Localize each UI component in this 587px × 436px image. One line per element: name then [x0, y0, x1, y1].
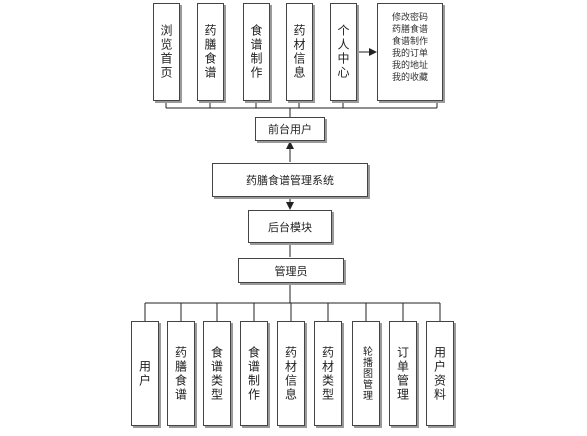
frontend-item-personal-center: 个人中心 [330, 3, 357, 101]
backend-module-label: 用户资料 [432, 345, 447, 402]
submenu-item: 我的订单 [391, 49, 428, 59]
backend-module-label: 药材类型 [320, 345, 335, 402]
frontend-item-label: 浏览首页 [159, 24, 173, 80]
backend-module-users: 用户 [131, 321, 159, 426]
frontend-item-browse-home: 浏览首页 [153, 3, 180, 101]
backend-module-recipe-making: 食谱制作 [240, 321, 268, 426]
backend-module-label: 用户 [137, 359, 152, 388]
backend-module-recipes: 药膳食谱 [167, 321, 195, 426]
submenu-item: 食谱制作 [391, 37, 428, 47]
backend-node: 后台模块 [248, 210, 332, 243]
submenu-item: 我的收藏 [391, 73, 428, 83]
backend-module-label: 轮播图管理 [360, 346, 372, 401]
backend-module-recipe-types: 食谱类型 [203, 321, 231, 426]
frontend-item-label: 个人中心 [336, 24, 350, 80]
frontend-item-recipe-making: 食谱制作 [243, 3, 270, 101]
frontend-item-label: 药材信息 [292, 24, 306, 80]
backend-module-carousel: 轮播图管理 [352, 321, 380, 426]
system-node: 药膳食谱管理系统 [212, 163, 368, 197]
frontend-item-label: 药膳食谱 [203, 24, 217, 80]
backend-module-label: 食谱类型 [209, 345, 224, 402]
backend-module-label: 药膳食谱 [173, 345, 188, 402]
frontend-item-recipes: 药膳食谱 [197, 3, 224, 101]
backend-module-label: 药材信息 [283, 345, 298, 402]
admin-label: 管理员 [274, 264, 308, 278]
personal-center-submenu: 修改密码 药膳食谱 食谱制作 我的订单 我的地址 我的收藏 [377, 3, 443, 101]
frontend-item-herb-info: 药材信息 [286, 3, 313, 101]
system-title: 药膳食谱管理系统 [246, 174, 334, 187]
frontend-item-label: 食谱制作 [249, 24, 263, 80]
backend-label: 后台模块 [268, 220, 312, 234]
submenu-item: 药膳食谱 [391, 25, 428, 35]
admin-node: 管理员 [238, 258, 344, 283]
backend-module-orders: 订单管理 [389, 321, 417, 426]
submenu-item: 我的地址 [391, 61, 428, 71]
backend-module-label: 订单管理 [395, 345, 410, 402]
frontend-user-label: 前台用户 [268, 123, 312, 136]
submenu-item: 修改密码 [391, 13, 428, 23]
backend-module-herb-info: 药材信息 [277, 321, 305, 426]
backend-module-herb-types: 药材类型 [314, 321, 342, 426]
backend-module-user-profile: 用户资料 [426, 321, 454, 426]
frontend-user-node: 前台用户 [255, 117, 325, 141]
backend-module-label: 食谱制作 [246, 345, 261, 402]
